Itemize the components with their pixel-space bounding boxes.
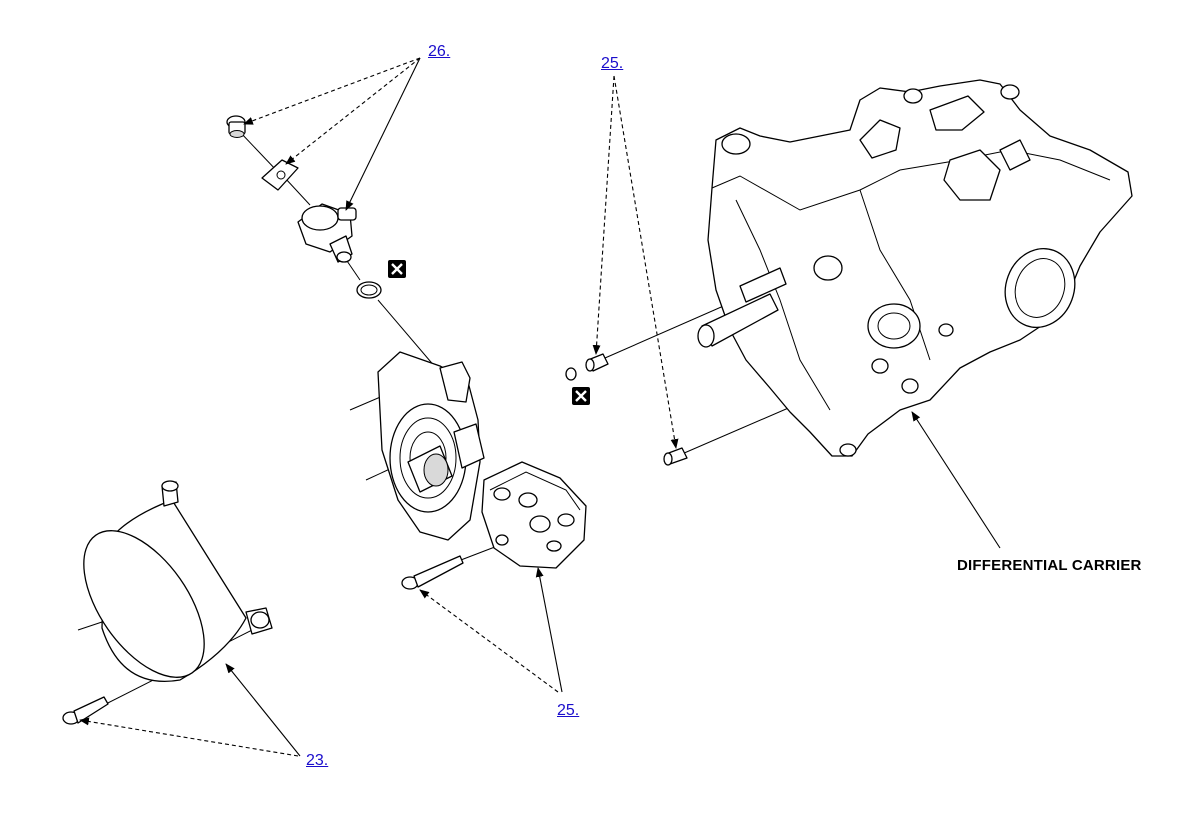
callout-23-cover[interactable]: 23. [306, 752, 329, 769]
leader-lines [79, 57, 1001, 757]
differential-carrier-label: DIFFERENTIAL CARRIER [957, 557, 1142, 574]
pump-cover-plate [377, 351, 485, 541]
assembly-axes [77, 131, 831, 713]
mounting-plate [261, 159, 299, 191]
bolt-top-left [226, 115, 246, 138]
o-ring-small [565, 367, 577, 381]
cylinder-cover [83, 480, 273, 682]
do-not-reuse-icon [388, 260, 406, 278]
pump-bolt [401, 555, 464, 590]
callout-25-pump[interactable]: 25. [557, 702, 580, 719]
o-ring-upper [356, 281, 382, 299]
callout-25-dowels[interactable]: 25. [601, 55, 624, 72]
cover-bolt [62, 696, 109, 725]
output-shaft [697, 267, 787, 348]
do-not-reuse-icon [572, 387, 590, 405]
dowel-pin-upper [585, 353, 609, 372]
oil-pump-body [481, 461, 587, 569]
callout-26-sensor[interactable]: 26. [428, 43, 451, 60]
dowel-pin-lower [663, 447, 688, 466]
speed-sensor [297, 203, 357, 263]
differential-carrier [707, 79, 1133, 457]
